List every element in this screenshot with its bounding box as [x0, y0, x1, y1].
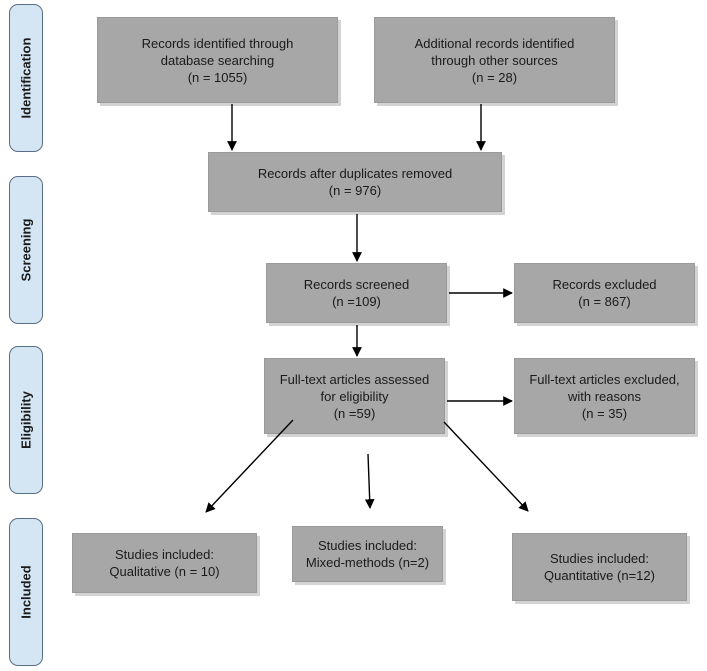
- box-line: for eligibility: [320, 388, 389, 404]
- box-studies-mixed-methods: Studies included: Mixed-methods (n=2): [292, 526, 443, 582]
- box-line: Mixed-methods (n=2): [305, 555, 430, 570]
- phase-label-eligibility: Eligibility: [18, 391, 34, 449]
- box-line: Studies included:: [317, 538, 417, 553]
- box-count: (n = 867): [578, 294, 631, 309]
- box-other-sources: Additional records identified through ot…: [374, 17, 615, 103]
- box-count: (n = 28): [471, 69, 518, 85]
- box-count: (n =109): [332, 294, 381, 309]
- box-line: Full-text articles assessed: [279, 371, 430, 387]
- box-records-screened: Records screened (n =109): [266, 263, 447, 323]
- box-database-searching: Records identified through database sear…: [97, 17, 338, 103]
- box-duplicates-removed: Records after duplicates removed (n = 97…: [208, 152, 502, 212]
- box-count: (n = 976): [328, 183, 382, 198]
- arrow-fulltext-to-quantitative: [443, 421, 529, 512]
- box-line: Studies included:: [549, 551, 649, 566]
- box-line: database searching: [160, 52, 275, 68]
- box-line: through other sources: [431, 52, 558, 68]
- box-studies-qualitative: Studies included: Qualitative (n = 10): [72, 533, 257, 593]
- phase-screening: Screening: [9, 176, 43, 324]
- box-count: (n = 1055): [187, 69, 248, 85]
- box-line: Records screened: [303, 277, 410, 292]
- box-line: Additional records identified: [414, 35, 575, 51]
- box-line: with reasons: [568, 388, 641, 404]
- box-fulltext-assessed: Full-text articles assessed for eligibil…: [264, 358, 445, 434]
- phase-included: Included: [9, 518, 43, 666]
- box-line: Qualitative (n = 10): [109, 564, 220, 579]
- phase-label-identification: Identification: [18, 37, 34, 119]
- box-line: Studies included:: [114, 547, 214, 562]
- box-studies-quantitative: Studies included: Quantitative (n=12): [512, 533, 687, 601]
- box-count: (n = 35): [581, 405, 628, 421]
- phase-label-screening: Screening: [18, 218, 34, 282]
- box-line: Quantitative (n=12): [544, 568, 655, 583]
- arrow-fulltext-to-mixed: [364, 453, 375, 509]
- box-fulltext-excluded: Full-text articles excluded, with reason…: [514, 358, 695, 434]
- box-line: Records identified through: [141, 35, 294, 51]
- box-records-excluded: Records excluded (n = 867): [514, 263, 695, 323]
- box-line: Records after duplicates removed: [257, 166, 453, 181]
- box-line: Records excluded: [552, 277, 657, 292]
- phase-label-included: Included: [18, 565, 34, 619]
- box-line: Full-text articles excluded,: [529, 371, 680, 387]
- phase-eligibility: Eligibility: [9, 346, 43, 494]
- box-count: (n =59): [333, 405, 376, 421]
- phase-identification: Identification: [9, 4, 43, 152]
